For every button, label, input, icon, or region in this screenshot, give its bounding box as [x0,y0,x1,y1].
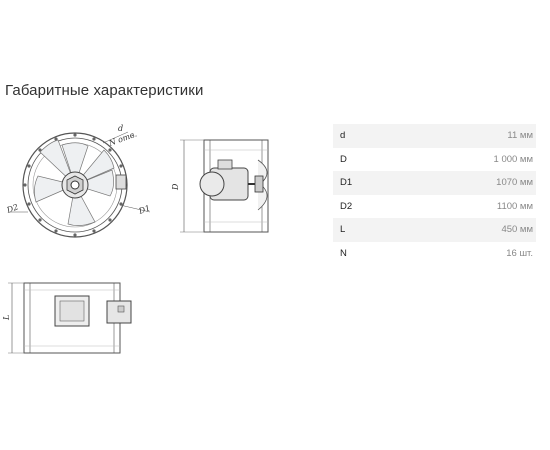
spec-row: d 11 мм [333,124,536,148]
spec-key: D2 [340,200,353,212]
label-d-side: D [171,183,180,191]
spec-value: 1100 мм [496,200,533,212]
spec-value: 1 000 мм [493,153,533,165]
spec-row: D2 1100 мм [333,195,536,219]
page-title: Габаритные характеристики [5,82,204,99]
spec-key: D [340,153,347,165]
spec-value: 11 мм [507,130,533,142]
side-view-drawing [180,139,269,233]
label-l-side: L [2,315,11,321]
spec-value: 1070 мм [496,177,533,189]
label-d: d [118,124,123,133]
spec-row: D 1 000 мм [333,148,536,172]
spec-value: 16 шт. [506,247,533,259]
front-view-drawing [10,131,151,238]
spec-key: d [340,130,346,142]
label-d2: D2 [5,202,20,215]
spec-key: N [340,247,347,259]
specs-table: d 11 мм D 1 000 мм D1 1070 мм D2 1100 мм… [333,124,536,265]
spec-row: N 16 шт. [333,242,536,266]
spec-key: L [340,224,346,236]
spec-key: D1 [340,177,353,189]
top-view-drawing [8,282,132,354]
spec-row: L 450 мм [333,218,536,242]
spec-row: D1 1070 мм [333,171,536,195]
spec-value: 450 мм [501,224,533,236]
label-d1: D1 [137,203,152,216]
